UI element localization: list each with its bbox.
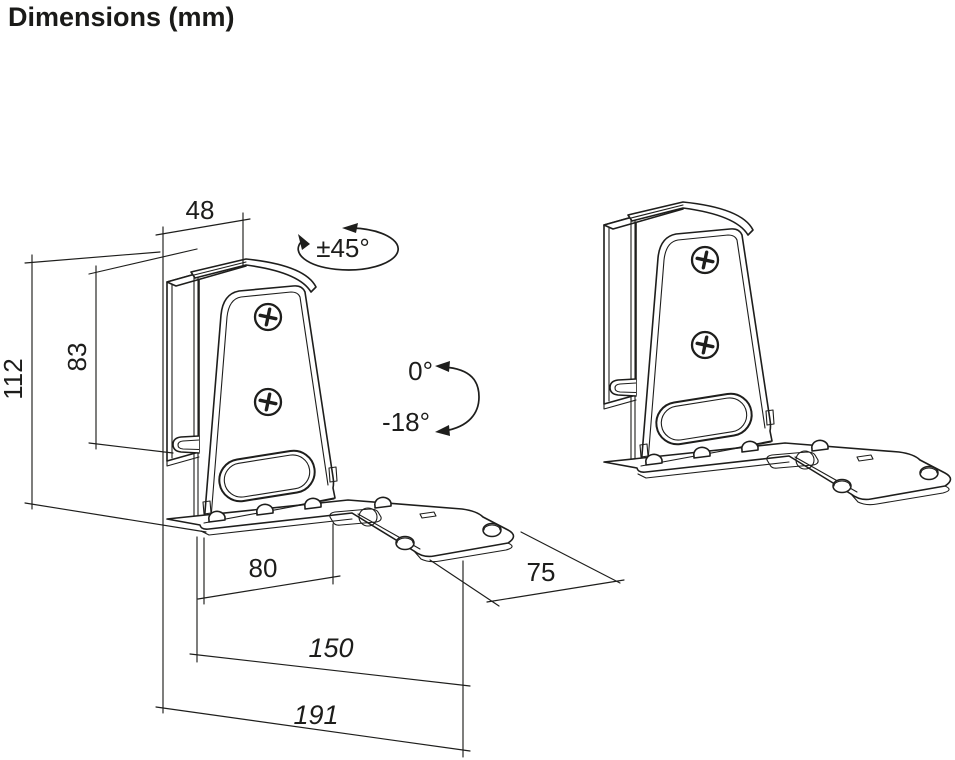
dimension-label-0deg: 0°	[408, 356, 433, 386]
swivel-arrow-right-icon	[298, 234, 310, 250]
tilt-arrow-top-icon	[435, 361, 450, 372]
dimension-label-191: 191	[293, 700, 338, 730]
extension-lines	[24, 212, 621, 758]
right-bracket-view	[602, 200, 953, 507]
dimension-line-150	[189, 653, 471, 687]
dimension-label-80: 80	[249, 553, 278, 583]
swivel-arc	[297, 223, 400, 271]
dimension-line-75	[486, 579, 625, 603]
dimension-label-75: 75	[527, 557, 556, 587]
swivel-arrow-left-icon	[342, 223, 358, 233]
dimension-label-112: 112	[0, 358, 28, 399]
dimension-line-48	[155, 218, 251, 236]
dimension-line-80	[197, 575, 341, 600]
dimension-label-83: 83	[62, 343, 92, 372]
dimension-annotations: 48 ±45° 112 83 0° -18° 80 75 150 191	[0, 195, 625, 758]
dimension-label-swivel: ±45°	[316, 233, 370, 263]
dimension-line-191	[155, 706, 471, 752]
dimension-label-minus18deg: -18°	[382, 407, 430, 437]
dimension-label-150: 150	[308, 633, 353, 663]
left-bracket-view	[165, 257, 516, 564]
tilt-arrow-bottom-icon	[435, 425, 450, 436]
tilt-arc	[435, 361, 480, 436]
dimension-label-48: 48	[186, 195, 215, 225]
page-title: Dimensions (mm)	[8, 2, 235, 32]
